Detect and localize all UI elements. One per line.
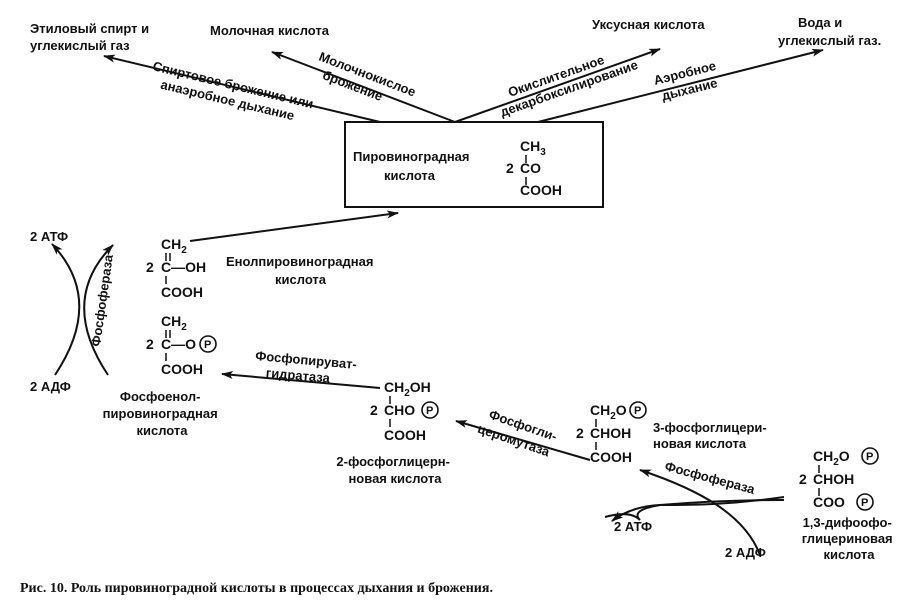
svg-text:CHOH: CHOH (813, 471, 854, 487)
cofactor-left-adp: 2 АДФ (30, 379, 71, 394)
svg-text:CH2O: CH2O (590, 402, 627, 422)
pyruvate-formula: CH3 2 CO COOH (506, 138, 562, 198)
arrow-3pg-to-2pg (455, 420, 591, 461)
arrow-to-acetic-acid (454, 48, 661, 123)
phosphate-icon (861, 447, 879, 465)
enolpyruvate-name: Енолпировиноградная кислота (226, 254, 377, 287)
svg-text:2: 2 (370, 402, 378, 418)
arrow-to-lactic-acid (271, 51, 456, 123)
svg-text:CHOH: CHOH (590, 425, 631, 441)
svg-text:2: 2 (576, 425, 584, 441)
product-acetic-acid-label: Уксусная кислота (592, 17, 705, 32)
svg-text:P: P (866, 451, 873, 463)
pg2-name: 2-фосфоглицерн- новая кислота (336, 454, 453, 486)
arrow-right-atp (611, 496, 785, 522)
process-alcoholic-fermentation: Спиртовое брожение или анаэробное дыхани… (148, 58, 319, 127)
svg-text:2: 2 (506, 160, 514, 176)
svg-text:CH2OH: CH2OH (384, 379, 431, 399)
process-oxidative-decarboxylation: Окислительное декарбоксилирование (493, 42, 640, 120)
arrow-to-water-co2 (537, 48, 824, 123)
svg-text:P: P (204, 339, 211, 351)
cofactor-right-adp: 2 АДФ (725, 545, 766, 560)
arrow-left-atp (51, 243, 81, 376)
product-lactic-acid-label: Молочная кислота (210, 23, 330, 38)
pyruvate-name: Пировиноградная кислота (353, 149, 473, 183)
dpg13-formula: CH2O P 2 CHOH COO P (799, 447, 879, 511)
svg-text:CH2O: CH2O (813, 448, 850, 468)
pg2-formula: CH2OH 2 CHO P COOH (370, 379, 439, 443)
svg-text:CO: CO (520, 160, 541, 176)
enzyme-phosphoferase-right: Фосфофераза (663, 458, 757, 497)
pep-formula: CH2 2 C—O P COOH (146, 313, 217, 377)
svg-text:COOH: COOH (161, 284, 203, 300)
process-lactic-fermentation: Молочнокислое брожение (311, 49, 421, 116)
arrow-2pg-to-pep (221, 370, 381, 389)
svg-text:COOH: COOH (520, 182, 562, 198)
enzyme-phosphoferase-left: Фосфофераза (88, 253, 116, 347)
dpg13-name: 1,3-дифоофо- глицериновая кислота (802, 515, 897, 562)
svg-text:COOH: COOH (384, 427, 426, 443)
arrow-right-enzyme (639, 469, 761, 556)
pyruvate-box (344, 121, 604, 208)
process-aerobic-respiration: Аэробное дыхание (652, 57, 725, 104)
svg-text:C—O: C—O (161, 336, 196, 352)
svg-text:CH2: CH2 (161, 236, 187, 256)
svg-text:COOH: COOH (590, 449, 632, 465)
product-water-co2-label: Вода и углекислый газ. (778, 15, 881, 48)
arrow-enol-to-pyruvate (189, 210, 399, 242)
svg-text:CH3: CH3 (520, 138, 546, 158)
svg-text:C—OH: C—OH (161, 259, 206, 275)
phosphate-icon (629, 401, 647, 419)
cofactor-left-atp: 2 АТФ (30, 229, 68, 244)
svg-text:COOH: COOH (161, 361, 203, 377)
arrow-to-ethanol (103, 54, 381, 123)
pep-name: Фосфоенол- пировиноградная кислота (103, 389, 222, 438)
svg-text:COO: COO (813, 494, 845, 510)
enzyme-phosphopyruvate-hydratase: Фосфопируват- гидратаза (253, 348, 361, 388)
svg-text:CHO: CHO (384, 402, 415, 418)
arrow-left-enzyme (83, 244, 114, 376)
svg-text:P: P (861, 497, 868, 509)
svg-text:CH2: CH2 (161, 313, 187, 333)
figure-caption: Рис. 10. Роль пировиноградной кислоты в … (20, 581, 493, 596)
svg-text:P: P (634, 405, 641, 417)
product-ethanol-label: Этиловый спирт и углекислый газ (30, 21, 153, 53)
phosphate-icon (856, 493, 874, 511)
svg-text:2: 2 (146, 336, 154, 352)
cofactor-right-atp: 2 АТФ (614, 519, 652, 534)
svg-text:2: 2 (146, 259, 154, 275)
phosphate-icon (421, 401, 439, 419)
pg3-name: 3-фосфоглицери- новая кислота (653, 420, 770, 451)
svg-text:P: P (426, 405, 433, 417)
pg3-formula: CH2O P 2 CHOH COOH (576, 401, 647, 465)
enzyme-phosphoglyceromutase: Фосфогли- церомутаза (476, 405, 563, 461)
svg-text:2: 2 (799, 471, 807, 487)
enolpyruvate-formula: CH2 2 C—OH COOH (146, 236, 206, 300)
phosphate-icon (199, 335, 217, 353)
